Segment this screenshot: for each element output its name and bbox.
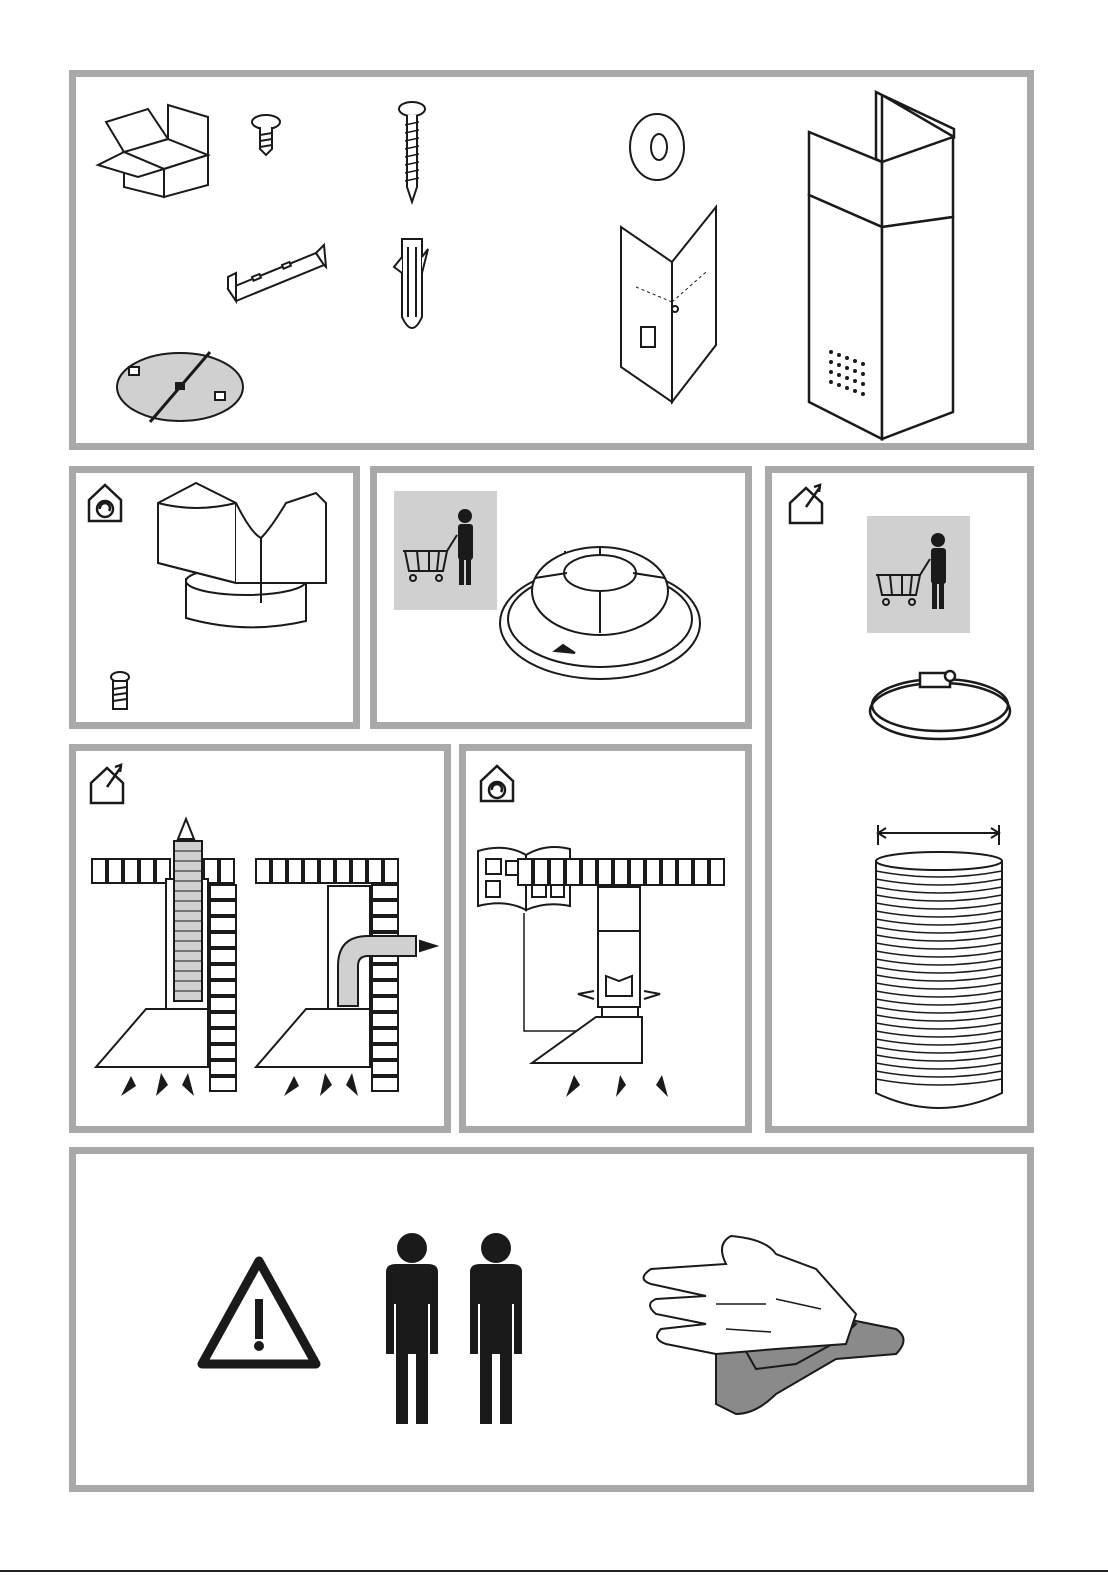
deflector-icon	[158, 483, 326, 627]
two-persons-icon	[386, 1233, 522, 1424]
chimney-icon	[809, 92, 954, 439]
box-icon	[98, 105, 208, 197]
template-sheet-icon	[621, 207, 716, 402]
panel-recirculation-mode	[459, 744, 752, 1133]
shopping-cart-person-icon	[394, 491, 497, 610]
warning-icon	[202, 1261, 316, 1364]
panel-package-contents	[69, 70, 1034, 450]
safety-drawing	[76, 1154, 1027, 1485]
recirculation-mode-drawing	[466, 751, 745, 1126]
ducting-accessories-drawing	[772, 473, 1027, 1126]
shopping-cart-person-icon	[867, 516, 970, 633]
ducted-mode-drawing	[76, 751, 444, 1126]
carbon-filter-icon	[500, 547, 700, 679]
screw-icon	[111, 672, 129, 709]
gloves-icon	[644, 1236, 904, 1414]
carbon-filter-drawing	[377, 473, 745, 722]
flexible-duct-icon	[876, 825, 1002, 1108]
exhaust-house-icon	[790, 485, 822, 523]
long-screw-icon	[399, 102, 425, 202]
package-contents-drawing	[76, 77, 1027, 443]
disc-plate-icon	[117, 352, 243, 422]
recirculation-adapter-drawing	[76, 473, 353, 722]
hose-clamp-icon	[870, 671, 1010, 739]
exhaust-house-icon	[91, 765, 123, 803]
panel-safety	[69, 1147, 1034, 1492]
bracket-icon	[228, 245, 326, 301]
recirculation-house-icon	[89, 485, 121, 521]
washer-icon	[630, 114, 684, 180]
screw-icon	[252, 115, 280, 155]
ducted-vertical-diagram	[92, 819, 236, 1096]
panel-recirculation-adapter	[69, 466, 360, 729]
page-bottom-rule	[0, 1570, 1108, 1572]
recirculation-house-icon	[481, 766, 513, 801]
panel-ducting-accessories	[765, 466, 1034, 1133]
wall-plug-icon	[394, 239, 428, 328]
panel-ducted-mode	[69, 744, 451, 1133]
panel-carbon-filter	[370, 466, 752, 729]
ducted-side-diagram	[256, 859, 436, 1096]
